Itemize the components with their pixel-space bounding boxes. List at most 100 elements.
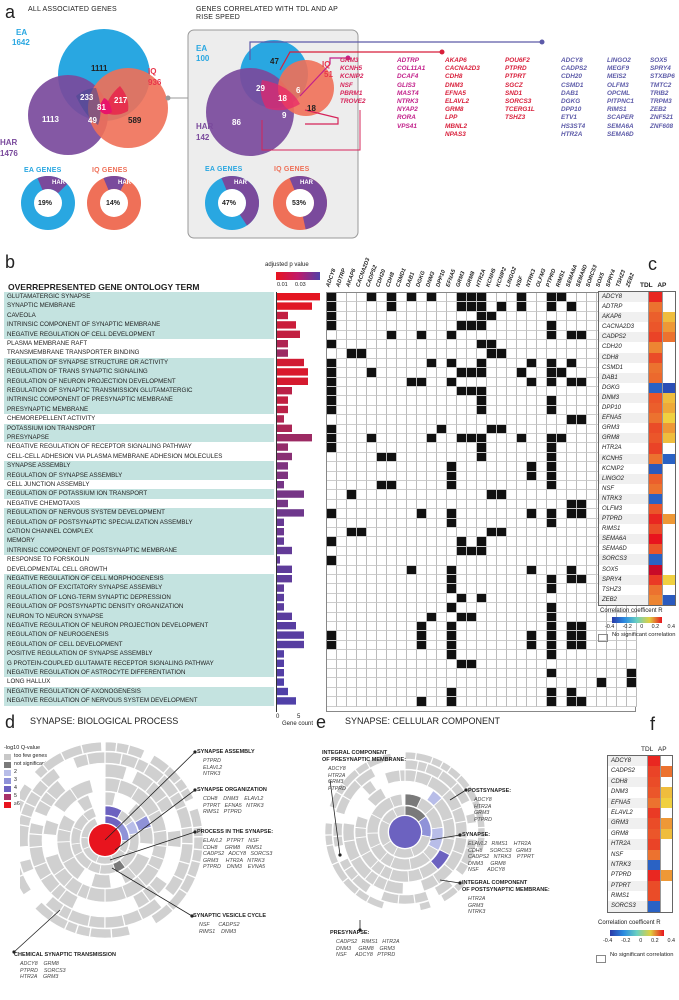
matrix-cell	[377, 669, 387, 679]
matrix-cell	[577, 452, 587, 463]
matrix-cell	[347, 293, 357, 303]
c-tick-1: -0.4	[605, 624, 615, 630]
matrix-cell	[417, 584, 427, 594]
sunburst-segment	[465, 838, 477, 851]
right-iq-count: 51	[324, 70, 333, 79]
matrix-cell	[357, 669, 367, 679]
matrix-cell-filled	[477, 452, 487, 463]
correlation-cell-ap	[661, 544, 675, 555]
matrix-cell	[427, 490, 437, 500]
matrix-cell	[587, 434, 597, 444]
matrix-cell	[337, 377, 347, 387]
matrix-cell	[347, 424, 357, 434]
matrix-cell	[607, 650, 617, 660]
panel-c-legend-title: Correlation coefficent R	[600, 608, 663, 614]
matrix-cell-filled	[327, 631, 337, 641]
matrix-cell	[577, 311, 587, 322]
matrix-cell	[497, 340, 507, 350]
matrix-cell	[467, 650, 477, 660]
correlation-cell-ap	[661, 433, 675, 444]
matrix-cell	[427, 575, 437, 585]
matrix-cell	[587, 565, 597, 575]
go-term-row: PLASMA MEMBRANE RAFT	[4, 339, 274, 349]
matrix-cell	[477, 678, 487, 688]
matrix-cell	[357, 565, 367, 575]
matrix-cell	[427, 387, 437, 397]
sunburst-segment	[64, 920, 79, 934]
go-bar	[276, 368, 308, 376]
correlation-cell-tdl	[648, 372, 662, 383]
correlation-gene-label: SORCS3	[602, 556, 627, 563]
matrix-cell	[457, 669, 467, 679]
correlation-gene-label: CADPS2	[602, 334, 627, 341]
matrix-cell	[327, 462, 337, 472]
matrix-cell	[507, 509, 517, 519]
correlation-cell-tdl	[648, 342, 662, 353]
sunburst-segment	[415, 752, 434, 764]
matrix-cell-filled	[457, 546, 467, 557]
sunburst-segment	[20, 783, 33, 802]
matrix-cell	[387, 434, 397, 444]
donut-charts	[21, 175, 327, 230]
go-term-row: CATION CHANNEL COMPLEX	[4, 527, 274, 537]
matrix-cell	[427, 659, 437, 669]
matrix-cell	[427, 622, 437, 632]
right-ea-count: 100	[196, 54, 210, 63]
matrix-cell	[377, 311, 387, 322]
gene-list-item: TCERG1L	[505, 106, 535, 114]
matrix-cell	[387, 424, 397, 434]
sunburst-segment	[153, 830, 168, 847]
sunburst-segment	[341, 769, 360, 788]
matrix-cell	[357, 415, 367, 425]
matrix-cell	[427, 518, 437, 528]
matrix-cell	[527, 490, 537, 500]
sunburst-segment	[82, 807, 97, 822]
matrix-cell	[407, 612, 417, 622]
gene-term-matrix	[326, 292, 637, 712]
matrix-cell	[497, 358, 507, 369]
matrix-cell	[577, 424, 587, 434]
correlation-cell-tdl	[647, 849, 660, 860]
matrix-cell	[407, 452, 417, 463]
matrix-cell	[437, 490, 447, 500]
sunburst-segment	[426, 775, 451, 798]
matrix-cell	[417, 434, 427, 444]
donut1-pct: 19%	[38, 200, 53, 207]
matrix-cell	[527, 546, 537, 557]
matrix-cell-filled	[447, 640, 457, 651]
correlation-cell-ap	[661, 483, 675, 494]
correlation-row: DAB1	[599, 372, 675, 383]
matrix-cell	[497, 518, 507, 528]
matrix-cell-filled	[327, 434, 337, 444]
matrix-cell	[357, 687, 367, 698]
matrix-cell	[537, 678, 547, 688]
matrix-cell	[427, 603, 437, 613]
matrix-cell	[347, 311, 357, 322]
sunburst-segment	[167, 830, 182, 848]
matrix-cell	[617, 622, 627, 632]
matrix-cell	[467, 499, 477, 510]
matrix-cell	[517, 631, 527, 641]
matrix-cell	[537, 593, 547, 604]
matrix-cell	[527, 424, 537, 434]
matrix-cell	[507, 358, 517, 369]
gene-list-item: PITPNC1	[607, 98, 634, 106]
matrix-cell	[567, 368, 577, 378]
go-bar	[276, 687, 288, 696]
correlation-gene-label: GRM8	[611, 830, 629, 837]
matrix-cell	[497, 311, 507, 322]
matrix-cell-filled	[477, 340, 487, 350]
correlation-cell-tdl	[648, 463, 662, 474]
matrix-cell	[467, 481, 477, 491]
sunburst-segment	[344, 865, 359, 881]
matrix-cell	[497, 321, 507, 331]
right-ea-label: EA	[196, 44, 208, 53]
matrix-cell	[537, 349, 547, 359]
matrix-cell	[507, 424, 517, 434]
correlation-cell-ap	[661, 554, 675, 565]
sunburst-segment	[447, 766, 462, 781]
matrix-cell	[367, 631, 377, 641]
sunburst-root	[89, 824, 121, 856]
matrix-cell-filled	[527, 358, 537, 369]
matrix-cell	[397, 622, 407, 632]
